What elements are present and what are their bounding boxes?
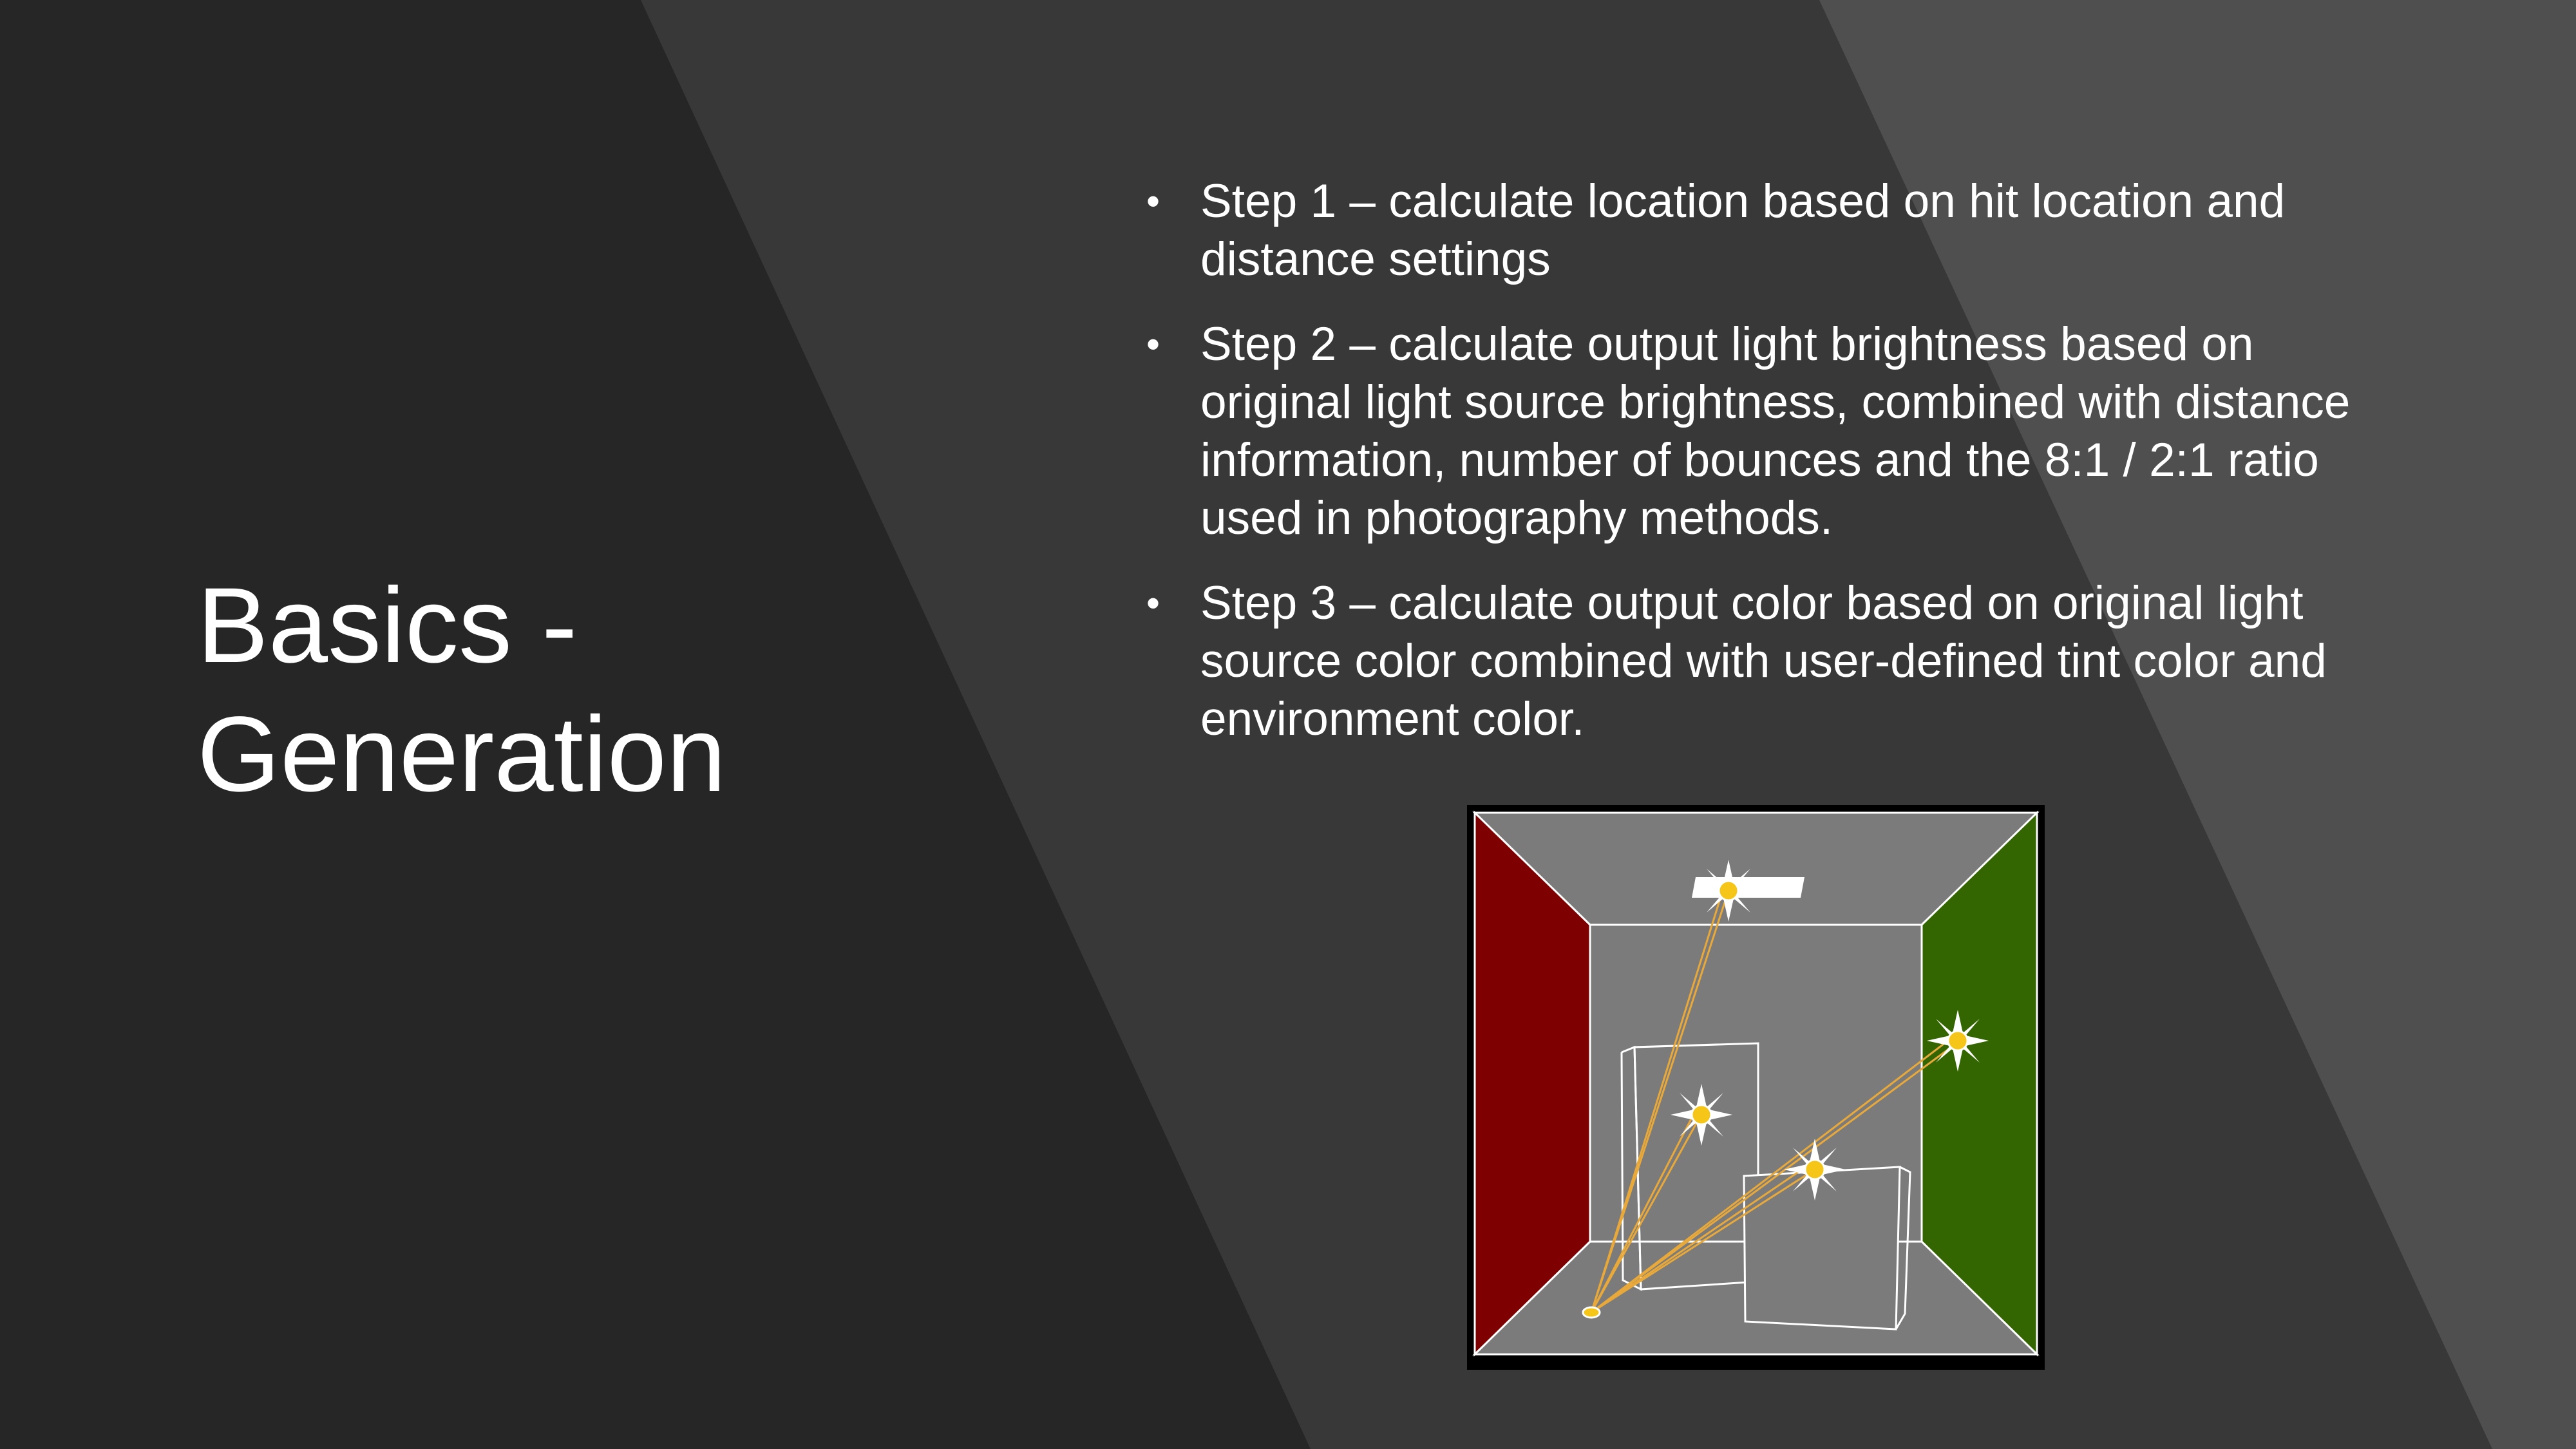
bullet-text: Step 3 – calculate output color based on… (1200, 577, 2327, 745)
short-box-side (1895, 1166, 1911, 1330)
slide-title: Basics - Generation (197, 562, 1034, 819)
bullet-list: • Step 1 – calculate location based on h… (1146, 173, 2409, 775)
bullet-dot-icon: • (1146, 180, 1160, 223)
bullet-dot-icon: • (1146, 582, 1160, 625)
bullet-text: Step 1 – calculate location based on hit… (1200, 175, 2286, 285)
bullet-step-3: • Step 3 – calculate output color based … (1146, 574, 2409, 748)
hit-point-icon (1582, 1306, 1601, 1319)
light-source-icon (1669, 1083, 1734, 1147)
bullet-step-2: • Step 2 – calculate output light bright… (1146, 316, 2409, 547)
tall-box-edge (1620, 1045, 1642, 1291)
light-source-icon (1926, 1009, 1990, 1073)
bullet-dot-icon: • (1146, 323, 1160, 366)
bounce-light-diagram (1467, 805, 2045, 1370)
short-box-front (1743, 1166, 1901, 1331)
slide-title-line2: Generation (197, 695, 726, 814)
ceiling-light-panel (1692, 877, 1804, 898)
light-rays (1590, 890, 1957, 1314)
bullet-text: Step 2 – calculate output light brightne… (1200, 318, 2351, 544)
slide-title-line1: Basics - (197, 566, 578, 685)
light-source-icon (1783, 1137, 1847, 1202)
bullet-step-1: • Step 1 – calculate location based on h… (1146, 173, 2409, 289)
background-band-light (1819, 0, 2576, 1449)
light-source-icon (1696, 858, 1761, 923)
